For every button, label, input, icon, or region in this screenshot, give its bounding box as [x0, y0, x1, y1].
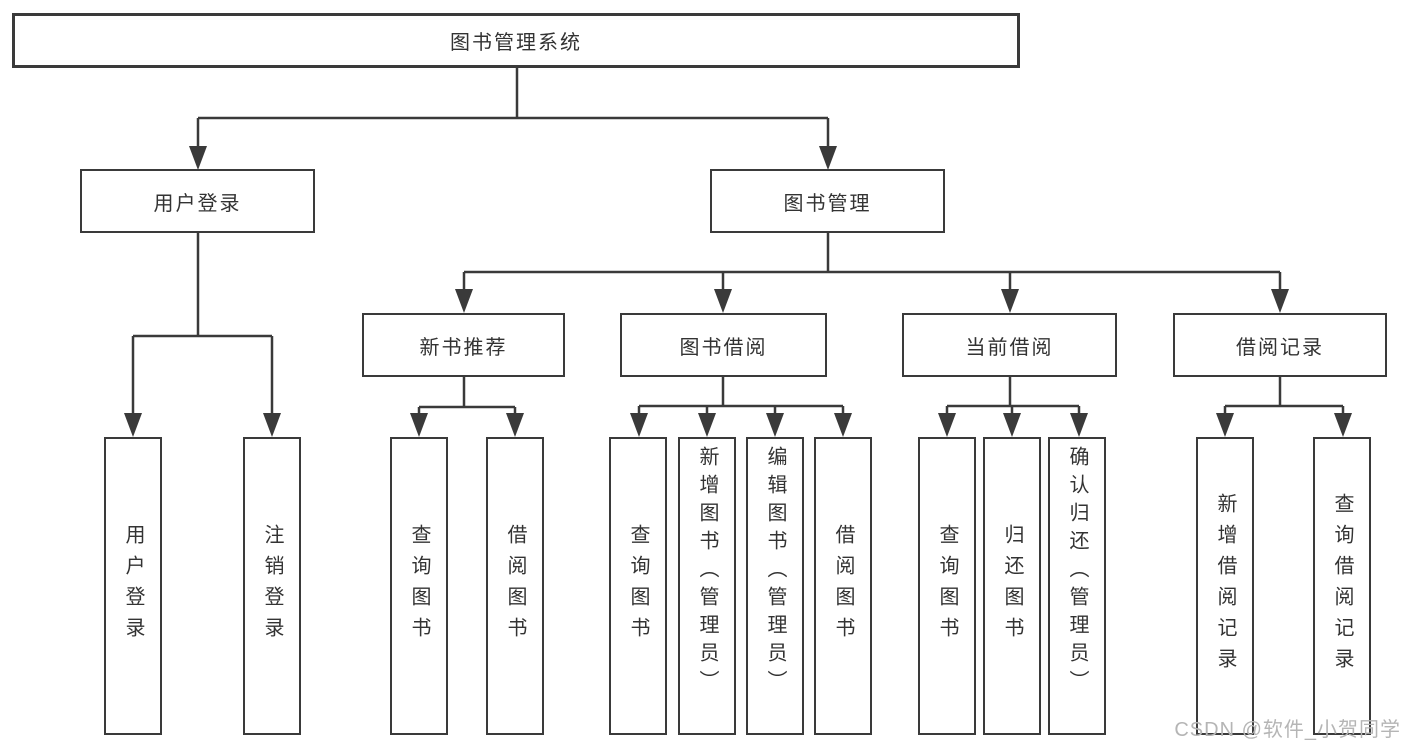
arrow-down-icon [1271, 289, 1289, 313]
node-label: 新书推荐 [419, 336, 508, 359]
node-root-system: 图书管理系统 [12, 13, 1020, 68]
leaf-newbook-borrow-books: 借阅图书 [486, 437, 544, 735]
leaf-record-query: 查询借阅记录 [1313, 437, 1371, 735]
arrow-down-icon [938, 413, 956, 437]
arrowheads [124, 146, 1352, 437]
leaf-borrow-query-books: 查询图书 [609, 437, 667, 735]
leaf-borrow-add-book-admin: 新增图书（管理员） [678, 437, 736, 735]
arrow-down-icon [124, 413, 142, 437]
arrow-down-icon [698, 413, 716, 437]
node-label: 查询借阅记录 [1331, 493, 1353, 679]
node-label: 注销登录 [261, 524, 283, 648]
leaf-current-confirm-return-admin: 确认归还（管理员） [1048, 437, 1106, 735]
node-label: 当前借阅 [965, 336, 1054, 359]
edge-root-to-level2 [196, 68, 830, 148]
node-user-login: 用户登录 [80, 169, 315, 233]
node-label: 新增借阅记录 [1214, 493, 1236, 679]
leaf-logout: 注销登录 [243, 437, 301, 735]
node-label: 用户登录 [153, 192, 242, 215]
node-label: 图书管理系统 [450, 32, 582, 54]
node-book-management: 图书管理 [710, 169, 945, 233]
node-label: 查询图书 [408, 524, 430, 648]
node-label: 图书管理 [783, 192, 872, 215]
arrow-down-icon [263, 413, 281, 437]
arrow-down-icon [189, 146, 207, 170]
arrow-down-icon [1070, 413, 1088, 437]
arrow-down-icon [819, 146, 837, 170]
node-label: 借阅图书 [504, 524, 526, 648]
edge-bookborrow-to-leaves [637, 377, 845, 415]
arrow-down-icon [1003, 413, 1021, 437]
leaf-user-login: 用户登录 [104, 437, 162, 735]
node-label: 借阅图书 [832, 524, 854, 648]
node-label: 查询图书 [936, 524, 958, 648]
leaf-current-query-books: 查询图书 [918, 437, 976, 735]
arrow-down-icon [1334, 413, 1352, 437]
arrow-down-icon [766, 413, 784, 437]
node-label: 新增图书（管理员） [696, 446, 718, 698]
edge-newbook-to-leaves [417, 377, 517, 415]
edge-borrowrecord-to-leaves [1223, 377, 1345, 415]
node-label: 查询图书 [627, 524, 649, 648]
node-label: 确认归还（管理员） [1066, 446, 1088, 698]
arrow-down-icon [1216, 413, 1234, 437]
arrow-down-icon [506, 413, 524, 437]
tree-edges [131, 68, 1345, 415]
node-book-borrowing: 图书借阅 [620, 313, 827, 377]
node-borrowing-records: 借阅记录 [1173, 313, 1387, 377]
leaf-record-add: 新增借阅记录 [1196, 437, 1254, 735]
arrow-down-icon [714, 289, 732, 313]
node-label: 用户登录 [122, 524, 144, 648]
arrow-down-icon [410, 413, 428, 437]
edge-userlogin-to-leaves [131, 233, 274, 415]
leaf-borrow-edit-book-admin: 编辑图书（管理员） [746, 437, 804, 735]
node-label: 图书借阅 [679, 336, 768, 359]
node-new-book-recommend: 新书推荐 [362, 313, 565, 377]
arrow-down-icon [455, 289, 473, 313]
edge-bookmgmt-to-level3 [462, 233, 1282, 291]
csdn-watermark: CSDN @软件_小贺同学 [1174, 719, 1401, 741]
node-current-borrowing: 当前借阅 [902, 313, 1117, 377]
node-label: 编辑图书（管理员） [764, 446, 786, 698]
node-label: 归还图书 [1001, 524, 1023, 648]
arrow-down-icon [630, 413, 648, 437]
arrow-down-icon [834, 413, 852, 437]
leaf-current-return-books: 归还图书 [983, 437, 1041, 735]
node-label: 借阅记录 [1236, 336, 1324, 359]
leaf-newbook-query-books: 查询图书 [390, 437, 448, 735]
leaf-borrow-borrow-books: 借阅图书 [814, 437, 872, 735]
edge-currentborrow-to-leaves [945, 377, 1081, 415]
arrow-down-icon [1001, 289, 1019, 313]
